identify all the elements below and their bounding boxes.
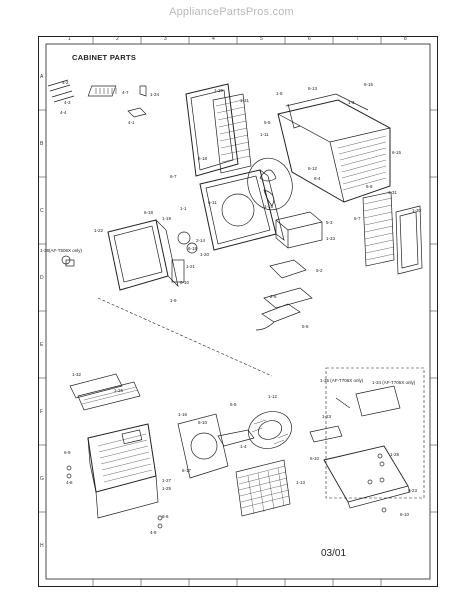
- callout-4-2: 4-2: [62, 80, 69, 85]
- callout-1-29: 1-29: [214, 88, 224, 93]
- callout-6-10-b: 6-10: [198, 420, 208, 425]
- grid-row-b: B: [40, 141, 44, 147]
- callout-6-15-top: 6-15: [364, 82, 374, 87]
- callout-1-25: 1-25: [162, 486, 172, 491]
- callout-1-27: 1-27: [162, 478, 172, 483]
- grid-row-e: E: [40, 342, 44, 348]
- callout-6-11: 6-11: [208, 200, 217, 205]
- callout-1-23: 1-23: [322, 414, 332, 419]
- callout-6-23: 6-23: [408, 488, 418, 493]
- callout-4-4: 4-4: [60, 110, 67, 115]
- callout-1-21: 1-21: [186, 264, 196, 269]
- callout-5-2: 5-2: [316, 268, 323, 273]
- callout-1-31-top: 1-31: [240, 98, 250, 103]
- callout-1-3: 1-3: [348, 100, 355, 105]
- callout-6-18-top: 6-18: [198, 156, 208, 161]
- callout-6-13: 6-13: [308, 86, 318, 91]
- callout-1-31-right: 1-31: [388, 190, 398, 195]
- callout-1-19: 1-19: [162, 216, 172, 221]
- callout-6-15-right: 6-15: [392, 150, 402, 155]
- callout-6-19: 6-19: [188, 246, 198, 251]
- callout-6-10-c: 6-10: [310, 456, 320, 461]
- grid-col-6: 6: [308, 36, 311, 42]
- diagram-title: CABINET PARTS: [72, 53, 137, 62]
- callout-6-17: 6-17: [182, 468, 192, 473]
- callout-1-33: 1-33: [326, 236, 336, 241]
- callout-2-6: 2-6: [270, 294, 277, 299]
- callout-1-35: 1-35 (AF-T706X only): [320, 378, 364, 383]
- callout-4-1: 4-1: [128, 120, 135, 125]
- callout-1-24: 1-24: [150, 92, 160, 97]
- callout-1-13: 1-13: [296, 480, 306, 485]
- callout-1-4: 1-4: [240, 444, 247, 449]
- callout-1-28: 1-28: [390, 452, 400, 457]
- callout-1-15: 1-15: [264, 204, 274, 209]
- callout-6-5: 6-5: [230, 402, 237, 407]
- grid-row-c: C: [40, 208, 44, 214]
- grid-col-3: 3: [164, 36, 167, 42]
- grid-col-2: 2: [116, 36, 119, 42]
- exploded-parts-drawing: [38, 36, 438, 587]
- callout-5-3: 5-3: [326, 220, 333, 225]
- callout-1-30: 1-30: [412, 208, 422, 213]
- callout-6-10-d: 6-10: [400, 512, 410, 517]
- callout-1-22: 1-22: [94, 228, 104, 233]
- callout-1-1: 1-1: [180, 206, 187, 211]
- callout-1-34: 1-34 (AF-T706X only): [372, 380, 416, 385]
- grid-row-f: F: [40, 409, 44, 415]
- callout-6-8: 6-8: [366, 184, 373, 189]
- grid-col-7: 7: [356, 36, 359, 42]
- callout-1-32: 1-32: [72, 372, 82, 377]
- callout-4-3: 4-3: [64, 100, 71, 105]
- callout-1-16: 1-16: [178, 412, 188, 417]
- callout-6-6: 6-6: [162, 514, 169, 519]
- callout-1-9: 1-9: [170, 298, 177, 303]
- callout-2-14: 2-14: [196, 238, 206, 243]
- callout-1-11: 1-11: [260, 132, 269, 137]
- grid-row-d: D: [40, 275, 44, 281]
- callout-6-4: 6-4: [314, 176, 321, 181]
- grid-col-5: 5: [260, 36, 263, 42]
- grid-col-4: 4: [212, 36, 215, 42]
- callout-6-18-mid: 6-18: [144, 210, 154, 215]
- callout-1-8: 1-8: [276, 91, 283, 96]
- callout-4-8-bottom: 4-8: [150, 530, 157, 535]
- grid-col-1: 1: [68, 36, 71, 42]
- callout-1-12: 1-12: [268, 394, 278, 399]
- callout-6-10-a: 6-10: [180, 280, 190, 285]
- callout-6-7-left: 6-7: [170, 174, 177, 179]
- callout-4-7: 4-7: [122, 90, 129, 95]
- grid-col-8: 8: [404, 36, 407, 42]
- diagram-sheet: 1 2 3 4 5 6 7 8 A B C D E F G H CABINET …: [38, 36, 438, 587]
- revision-date: 03/01: [321, 548, 347, 559]
- callout-1-26-top: 1-26: [114, 388, 124, 393]
- grid-row-h: H: [40, 543, 44, 549]
- callout-6-12: 6-12: [308, 166, 318, 171]
- callout-6-9-top: 6-9: [64, 450, 71, 455]
- callout-6-7-right: 6-7: [354, 216, 361, 221]
- grid-row-a: A: [40, 74, 44, 80]
- callout-5-6: 5-6: [302, 324, 309, 329]
- callout-1-38: 1-38(AF-T506X only): [40, 248, 83, 253]
- callout-1-20: 1-20: [200, 252, 210, 257]
- grid-row-g: G: [40, 476, 44, 482]
- callout-5-5: 5-5: [264, 120, 271, 125]
- callout-4-8-top: 4-8: [66, 480, 73, 485]
- watermark-text: AppliancePartsPros.com: [169, 6, 294, 18]
